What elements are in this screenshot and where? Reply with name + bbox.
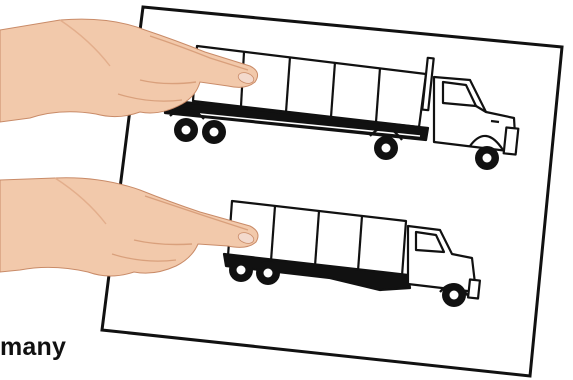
caption-text: many — [0, 333, 66, 362]
